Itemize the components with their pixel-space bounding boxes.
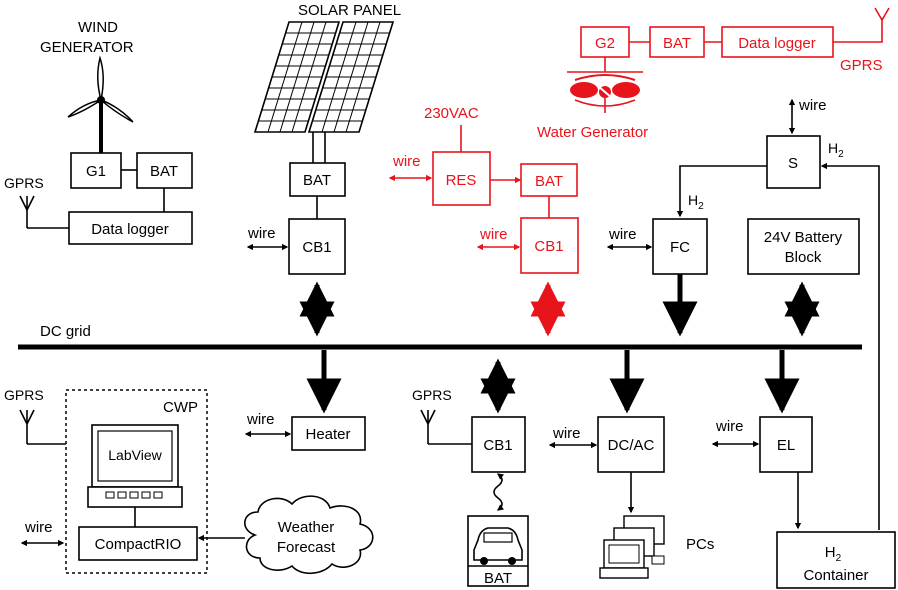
cwp-gprs-label: GPRS	[4, 387, 44, 403]
res-label: RES	[446, 172, 477, 189]
battery-block-box	[747, 218, 860, 275]
water-turbine-icon	[567, 57, 643, 113]
weather-line2: Forecast	[277, 539, 336, 556]
weather-line1: Weather	[278, 519, 334, 536]
storage-h2-label: H2	[828, 140, 844, 160]
el-label: EL	[777, 437, 795, 454]
cb-bottom-group: GPRS CB1 BAT	[412, 358, 529, 587]
res-cb1-label: CB1	[534, 238, 563, 255]
res-bat-box	[520, 163, 578, 197]
wind-bat-label: BAT	[150, 163, 178, 180]
cb-bottom-box	[471, 416, 526, 473]
electrolyzer-group: EL wire	[711, 350, 813, 530]
cb-bottom-bat-label: BAT	[484, 570, 512, 587]
solar-group: SOLAR PANEL B	[246, 2, 401, 337]
heater-group: Heater wire	[244, 350, 366, 451]
solar-panel-icon	[253, 21, 395, 163]
fc-label: FC	[670, 239, 690, 256]
water-bat-label: BAT	[663, 35, 691, 52]
cb-bottom-label: CB1	[483, 437, 512, 454]
container-box	[776, 531, 896, 589]
res-bat-label: BAT	[535, 173, 563, 190]
heater-wire-label: wire	[246, 411, 275, 428]
container-h2-sub: 2	[836, 553, 842, 564]
wind-title-line1: WIND	[78, 19, 118, 36]
water-logger-label: Data logger	[738, 35, 816, 52]
res-wire1-label: wire	[392, 153, 421, 170]
cb-bottom-gprs-label: GPRS	[412, 387, 452, 403]
wind-title-line2: GENERATOR	[40, 39, 134, 56]
battery-block-line1: 24V Battery	[764, 229, 843, 246]
solar-cb1-box	[288, 218, 346, 275]
compactrio-label: CompactRIO	[95, 536, 182, 553]
heater-box	[291, 416, 366, 451]
wind-logger-box	[68, 211, 193, 245]
water-group: G2 BAT Data logger GPRS Water Generator	[537, 7, 890, 141]
computer-icon	[87, 424, 183, 527]
wind-antenna-icon	[19, 195, 69, 229]
res-wire2-label: wire	[479, 226, 508, 243]
pcs-label: PCs	[686, 536, 714, 553]
water-title: Water Generator	[537, 124, 648, 141]
compactrio-box	[78, 526, 198, 561]
solar-cb1-label: CB1	[302, 239, 331, 256]
wind-gprs-label: GPRS	[4, 175, 44, 191]
labview-label: LabView	[108, 447, 162, 463]
fuelcell-group: H2 FC wire	[606, 192, 708, 337]
storage-wire-label: wire	[798, 97, 827, 114]
solar-title: SOLAR PANEL	[298, 2, 401, 19]
wind-generator-group: WIND GENERATOR G1 BAT Data logger GPRS	[4, 19, 193, 245]
cb-bottom-antenna-icon	[420, 409, 472, 445]
storage-group: wire S H2	[676, 97, 880, 530]
g2-label: G2	[595, 35, 615, 52]
weather-cloud-icon	[244, 495, 374, 575]
heater-label: Heater	[305, 426, 350, 443]
cwp-antenna-icon	[19, 409, 66, 445]
car-icon	[473, 527, 523, 565]
cwp-label: CWP	[163, 399, 198, 416]
inverter-label: DC/AC	[608, 437, 655, 454]
storage-s-label: S	[788, 155, 798, 172]
cwp-wire-label: wire	[24, 519, 53, 536]
container-group: H2 Container	[776, 531, 896, 589]
res-group: 230VAC RES wire BAT CB1 wire	[388, 105, 579, 337]
fc-h2-label: H2	[688, 192, 704, 212]
storage-s-box	[766, 135, 821, 189]
wireless-link-icon	[493, 473, 505, 511]
container-label: Container	[803, 567, 868, 584]
water-gprs-label: GPRS	[840, 57, 883, 74]
wind-logger-label: Data logger	[91, 221, 169, 238]
wind-bat-box	[136, 152, 193, 189]
water-antenna-icon	[874, 7, 890, 21]
pcs-icon	[599, 515, 665, 579]
solar-bat-label: BAT	[303, 172, 331, 189]
fc-box	[652, 218, 708, 275]
solar-wire-label: wire	[247, 225, 276, 242]
battery-block-line2: Block	[785, 249, 822, 266]
fc-h2-sub: 2	[698, 201, 704, 212]
el-wire-label: wire	[715, 418, 744, 435]
dc-grid-label: DC grid	[40, 323, 91, 340]
res-box	[432, 151, 491, 206]
cwp-group: CWP GPRS LabView CompactRIO wire	[4, 387, 374, 575]
res-voltage-label: 230VAC	[424, 105, 479, 122]
fc-wire-label: wire	[608, 226, 637, 243]
res-cb1-box	[520, 217, 579, 274]
wind-turbine-icon	[67, 55, 134, 153]
inverter-group: DC/AC wire PCs	[548, 350, 714, 579]
g1-label: G1	[86, 163, 106, 180]
container-h2-label: H2	[825, 544, 842, 564]
inverter-wire-label: wire	[552, 425, 581, 442]
storage-h2-sub: 2	[838, 149, 844, 160]
battery-block-group: 24V Battery Block	[747, 218, 860, 337]
el-box	[759, 416, 813, 473]
water-bat-box	[649, 26, 705, 58]
